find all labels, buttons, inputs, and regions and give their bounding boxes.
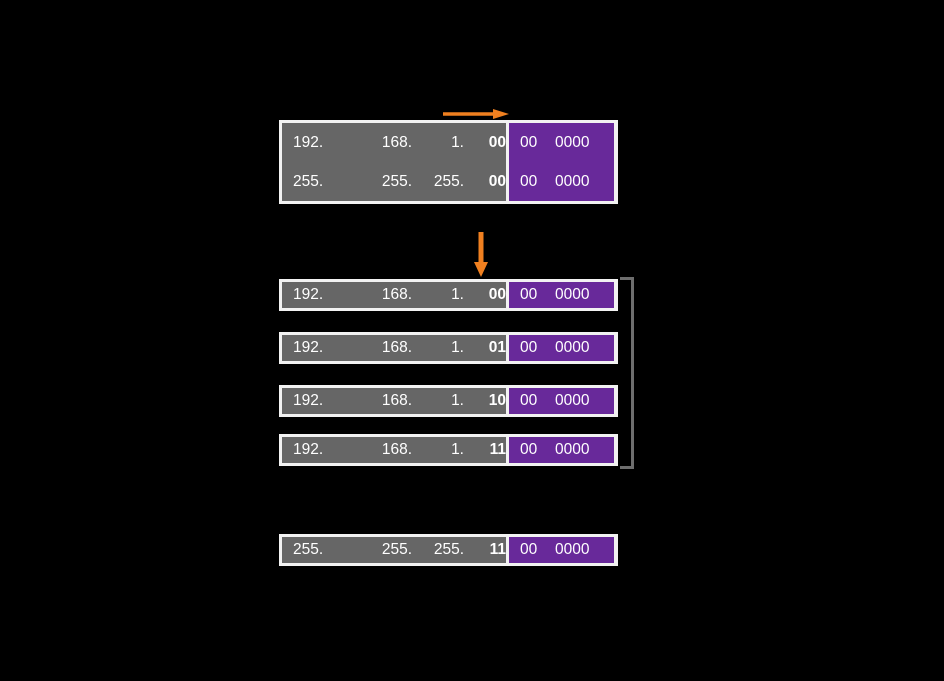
octet-1: 255. [293, 541, 324, 558]
octet-3: 1. [451, 286, 464, 303]
host-bits-2: 0000 [555, 172, 590, 190]
octet-1: 192. [293, 286, 324, 303]
table-row: 192. 168. 1. 11 00 0000 [282, 437, 615, 463]
host-bits-2: 0000 [555, 541, 590, 558]
network-segment: 192. 168. 1. 00 [282, 282, 506, 308]
host-bits-1: 00 [520, 172, 538, 190]
octet-3: 1. [451, 339, 464, 356]
host-bits-1: 00 [520, 392, 538, 409]
octet-4-bits: 00 [488, 172, 506, 190]
host-bits-1: 00 [520, 541, 538, 558]
resulting-mask-row: 255. 255. 255. 11 00 0000 [279, 534, 618, 566]
host-segment: 00 0000 [509, 162, 614, 201]
host-bits-2: 0000 [555, 339, 590, 356]
table-row: 255. 255. 255. 11 00 0000 [282, 537, 615, 563]
octet-2: 168. [381, 286, 412, 303]
octet-4-bits: 01 [488, 339, 506, 356]
host-segment: 00 0000 [509, 537, 614, 563]
network-segment: 192. 168. 1. 11 [282, 437, 506, 463]
octet-2: 168. [381, 133, 412, 151]
host-segment: 00 0000 [509, 335, 614, 361]
octet-2: 168. [381, 339, 412, 356]
host-segment: 00 0000 [509, 437, 614, 463]
octet-3: 1. [451, 441, 464, 458]
host-bits-2: 0000 [555, 392, 590, 409]
host-bits-1: 00 [520, 286, 538, 303]
host-bits-2: 0000 [555, 441, 590, 458]
octet-1: 192. [293, 441, 324, 458]
octet-3: 1. [451, 392, 464, 409]
octet-1: 192. [293, 339, 324, 356]
table-row: 192. 168. 1. 10 00 0000 [282, 388, 615, 414]
octet-4-bits: 00 [488, 133, 506, 151]
host-segment: 00 0000 [509, 388, 614, 414]
top-block-rows: 192. 168. 1. 00 00 0000 255. 255. 255. 0… [282, 123, 615, 201]
host-segment: 00 0000 [509, 282, 614, 308]
network-segment: 255. 255. 255. 11 [282, 537, 506, 563]
network-segment: 192. 168. 1. 00 [282, 123, 506, 162]
octet-4-bits: 00 [488, 286, 506, 303]
subnet-row-3: 192. 168. 1. 11 00 0000 [279, 434, 618, 466]
host-bits-2: 0000 [555, 286, 590, 303]
octet-2: 168. [381, 441, 412, 458]
octet-3: 255. [433, 541, 464, 558]
subnet-row-2: 192. 168. 1. 10 00 0000 [279, 385, 618, 417]
subnet-row-0: 192. 168. 1. 00 00 0000 [279, 279, 618, 311]
network-segment: 192. 168. 1. 01 [282, 335, 506, 361]
octet-1: 255. [293, 172, 324, 190]
table-row: 192. 168. 1. 00 00 0000 [282, 123, 615, 162]
network-segment: 255. 255. 255. 00 [282, 162, 506, 201]
table-row: 255. 255. 255. 00 00 0000 [282, 162, 615, 201]
octet-1: 192. [293, 133, 324, 151]
host-bits-2: 0000 [555, 133, 590, 151]
octet-4-bits: 11 [489, 541, 506, 558]
arrow-right-icon [443, 109, 509, 119]
table-row: 192. 168. 1. 00 00 0000 [282, 282, 615, 308]
octet-3: 1. [451, 133, 464, 151]
host-bits-1: 00 [520, 133, 538, 151]
octet-3: 255. [433, 172, 464, 190]
top-address-block: 192. 168. 1. 00 00 0000 255. 255. 255. 0… [279, 120, 618, 204]
network-segment: 192. 168. 1. 10 [282, 388, 506, 414]
group-bracket [620, 277, 634, 469]
octet-1: 192. [293, 392, 324, 409]
octet-2: 255. [381, 541, 412, 558]
host-bits-1: 00 [520, 441, 538, 458]
subnet-row-1: 192. 168. 1. 01 00 0000 [279, 332, 618, 364]
host-bits-1: 00 [520, 339, 538, 356]
table-row: 192. 168. 1. 01 00 0000 [282, 335, 615, 361]
octet-4-bits: 10 [488, 392, 506, 409]
host-segment: 00 0000 [509, 123, 614, 162]
octet-2: 168. [381, 392, 412, 409]
octet-4-bits: 11 [489, 441, 506, 458]
octet-2: 255. [381, 172, 412, 190]
arrow-down-icon [474, 232, 488, 277]
